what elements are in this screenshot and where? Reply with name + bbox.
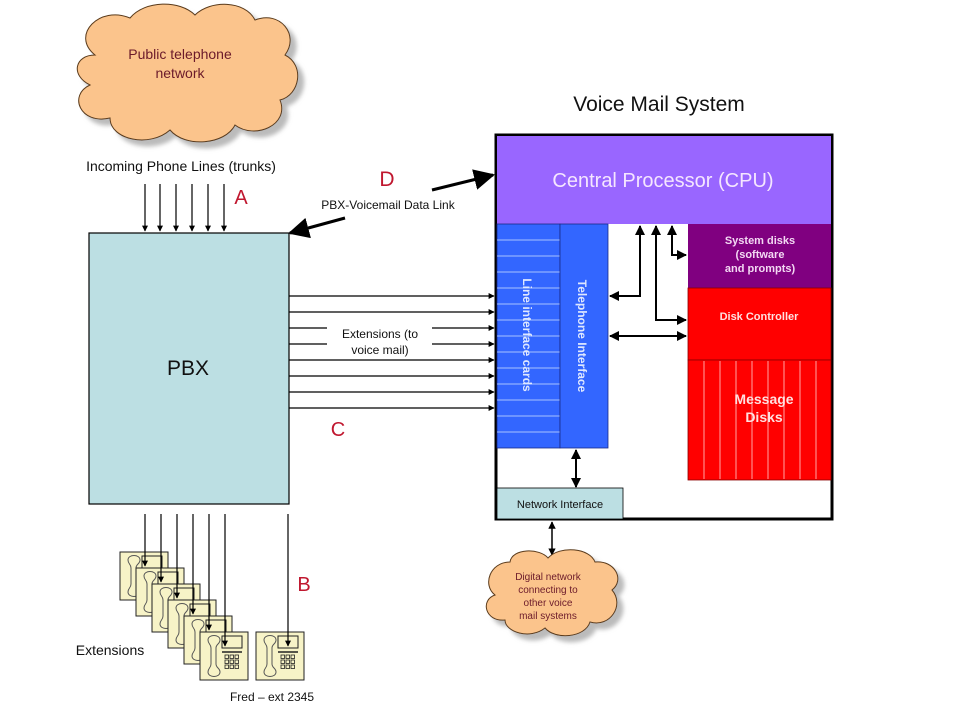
incoming-lines-label: Incoming Phone Lines (trunks): [86, 158, 276, 174]
phone-icon: [199, 631, 249, 681]
fred-phone-icon: [255, 631, 305, 681]
system-disks-box: [688, 224, 831, 288]
line-card-dividers: [497, 239, 560, 433]
network-interface-label: Network Interface: [517, 499, 603, 511]
digital-network-line-2: connecting to: [518, 585, 578, 596]
public-telephone-network-cloud: [77, 3, 299, 143]
cpu-label: Central Processor (CPU): [552, 170, 773, 192]
system-disks-line-1: System disks: [725, 235, 795, 247]
digital-network-line-4: mail systems: [519, 611, 577, 622]
line-interface-cards-label: Line interface cards: [520, 278, 534, 392]
marker-b: B: [297, 574, 310, 596]
disk-controller-label: Disk Controller: [720, 311, 800, 323]
system-disks-line-2: (software: [736, 249, 785, 261]
cpu-box: [497, 136, 831, 224]
public-network-line-2: network: [155, 65, 205, 81]
extension-lines-to-vm: [289, 293, 495, 411]
digital-network-line-3: other voice: [524, 598, 573, 609]
vms-title: Voice Mail System: [573, 93, 745, 116]
fred-label: Fred – ext 2345: [230, 690, 314, 704]
disk-controller-box: [687, 287, 832, 361]
pbx-label: PBX: [167, 357, 209, 380]
telephone-interface-label: Telephone Interface: [575, 280, 589, 393]
system-disks-line-3: and prompts): [725, 263, 796, 275]
marker-d: D: [379, 168, 394, 191]
message-disks-line-1: Message: [734, 391, 793, 407]
extensions-to-vm-line-2: voice mail): [351, 343, 408, 357]
telephone-interface-box: [559, 223, 609, 449]
internal-bus-arrows: [571, 225, 687, 488]
data-link-arrow-to-vms: [431, 169, 496, 192]
trunk-arrows: [142, 184, 227, 232]
message-disk-dividers: [703, 361, 817, 479]
data-link-label: PBX-Voicemail Data Link: [321, 198, 455, 212]
message-disks-box: [687, 359, 832, 481]
marker-a: A: [234, 187, 248, 209]
digital-network-cloud: [485, 549, 619, 637]
extension-phones: [119, 514, 305, 681]
extensions-label: Extensions: [76, 642, 144, 658]
public-network-line-1: Public telephone: [128, 46, 232, 62]
extensions-to-vm-line-1: Extensions (to: [342, 327, 418, 341]
marker-c: C: [331, 419, 345, 441]
data-link-arrow-to-pbx: [287, 216, 346, 239]
pbx-box: [88, 232, 290, 505]
network-interface-box: [496, 487, 624, 520]
digital-network-line-1: Digital network: [515, 572, 582, 583]
message-disks-line-2: Disks: [745, 409, 783, 425]
